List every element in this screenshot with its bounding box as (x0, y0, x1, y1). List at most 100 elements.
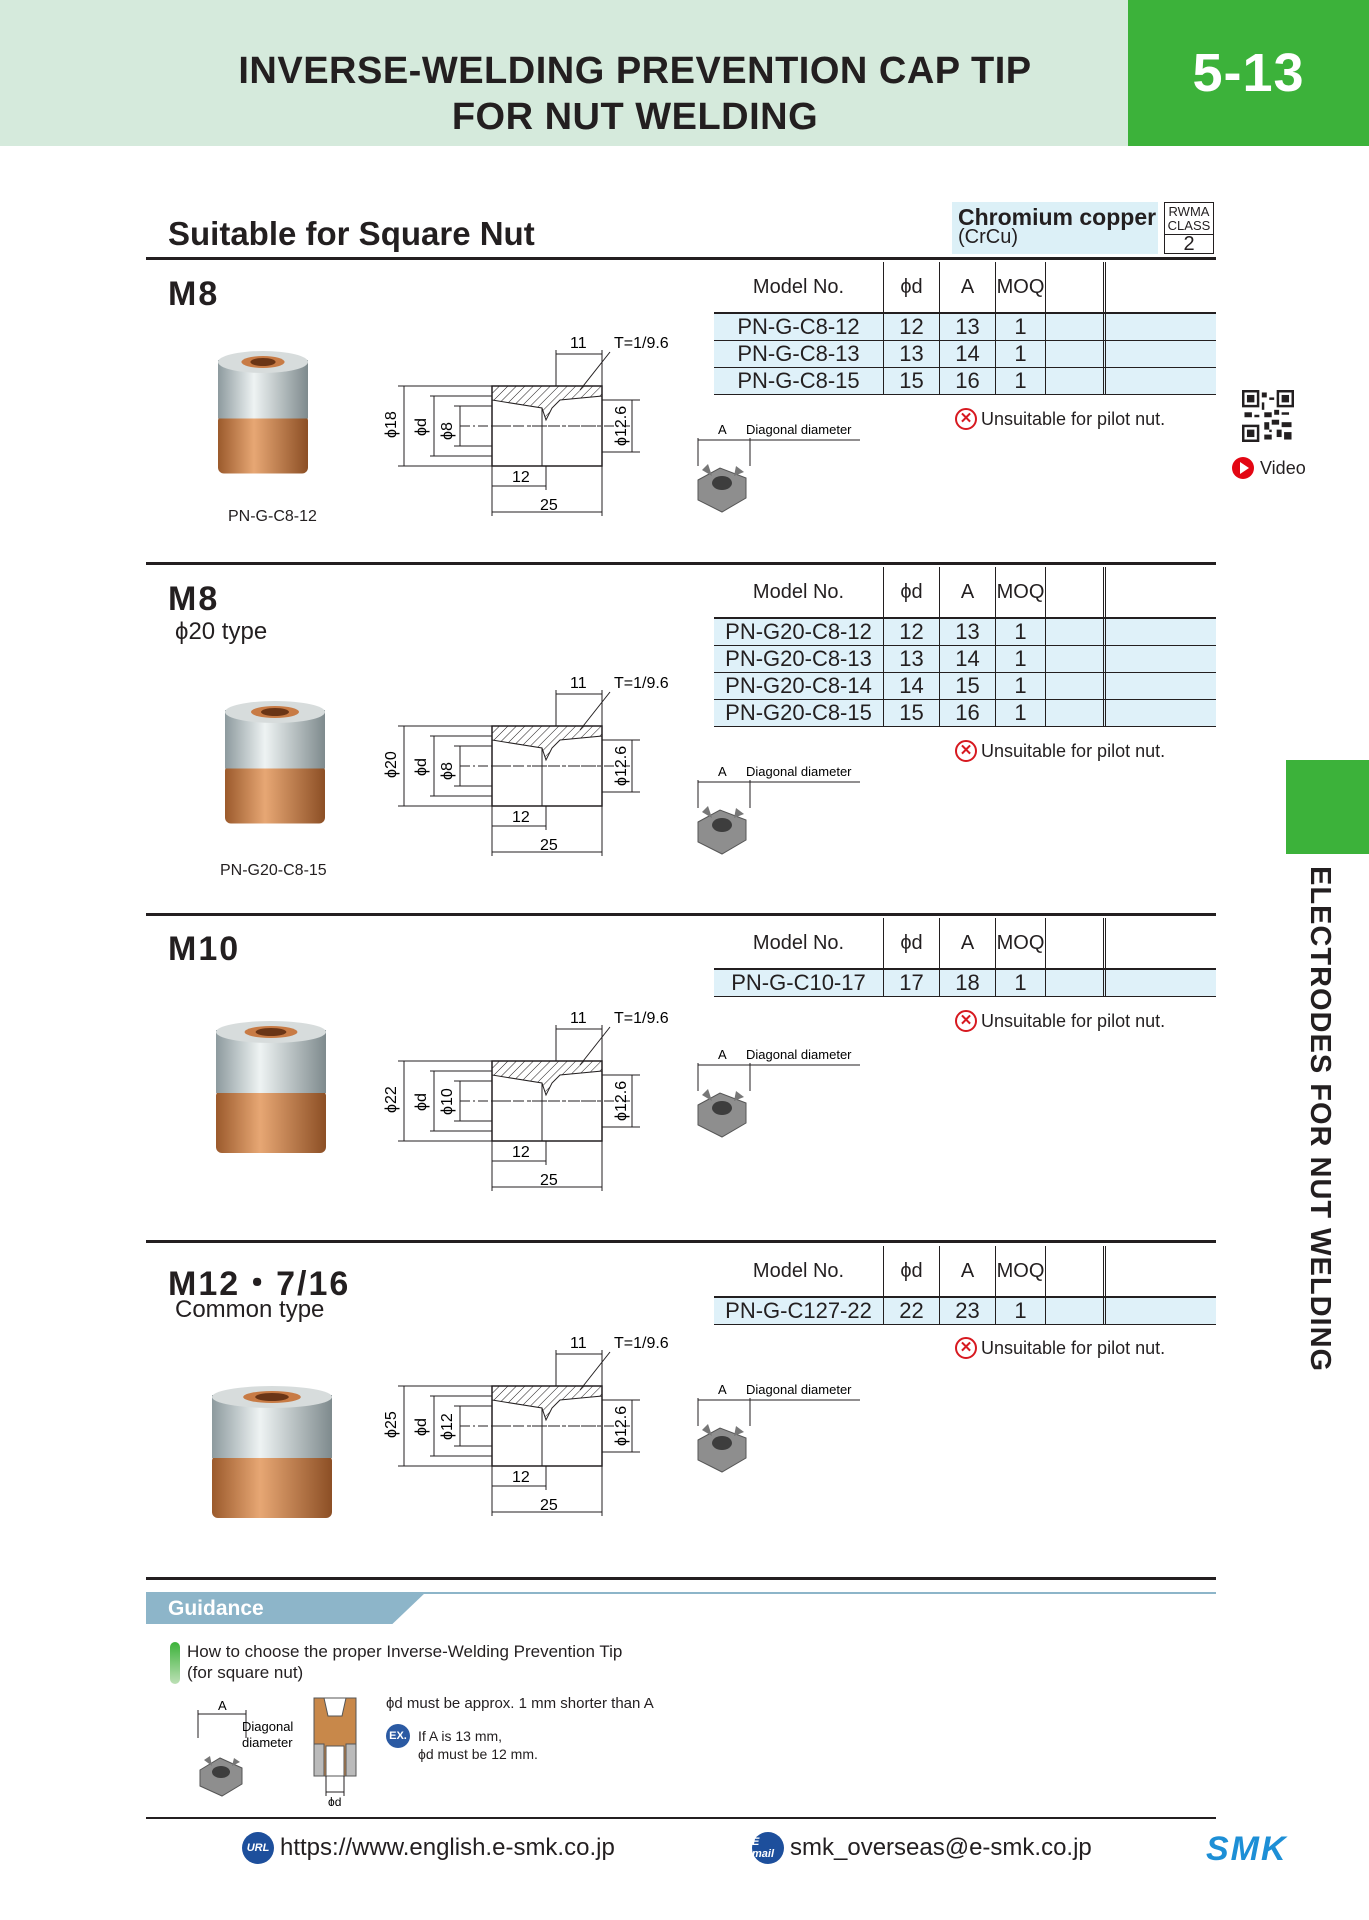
blank-cell (1046, 314, 1106, 340)
nut-icon (697, 464, 747, 513)
dim-12-6: ϕ12.6 (613, 1081, 630, 1121)
col-a-header: A (940, 567, 996, 617)
a-value: 14 (940, 646, 996, 672)
dim-taper: T=1/9.6 (614, 1010, 669, 1027)
blank-cell (1046, 970, 1106, 996)
dim-11: 11 (570, 335, 587, 352)
col-model-header: Model No. (714, 567, 884, 617)
col-blank (1046, 918, 1106, 968)
unsuitable-text: Unsuitable for pilot nut. (981, 740, 1166, 761)
nut-icon (199, 1756, 243, 1797)
divider (146, 1577, 1216, 1580)
col-d-header: ϕd (884, 262, 940, 312)
moq-value: 1 (996, 341, 1046, 367)
model-number: PN-G20-C8-14 (714, 673, 884, 699)
col-model-header: Model No. (714, 262, 884, 312)
dim-25: 25 (540, 497, 558, 514)
blank-cell (1106, 646, 1216, 672)
nut-icon (697, 1089, 747, 1138)
col-model-header: Model No. (714, 1246, 884, 1296)
blank-cell (1046, 673, 1106, 699)
technical-drawing: 11 T=1/9.6 12 25 ϕ25 ϕd ϕ12 ϕ12.6 (383, 1335, 669, 1516)
blank-cell (1106, 970, 1216, 996)
phi-d-value: 12 (884, 619, 940, 645)
photo-caption: PN-G20-C8-15 (220, 862, 327, 879)
phi-d-value: 13 (884, 646, 940, 672)
moq-value: 1 (996, 700, 1046, 726)
prohibited-icon: ✕ (955, 1010, 977, 1032)
guidance-nut-diag-label2: diameter (242, 1735, 293, 1750)
blank-cell (1046, 619, 1106, 645)
guidance-nut-diagram: A Diagonal diameter (197, 1698, 293, 1797)
nut-icon (697, 1424, 747, 1473)
dim-12-6: ϕ12.6 (613, 746, 630, 786)
col-d-header: ϕd (884, 567, 940, 617)
technical-drawing: 11 T=1/9.6 12 25 ϕ18 ϕd ϕ8 ϕ12.6 (383, 335, 669, 516)
section-type: Common type (175, 1296, 325, 1323)
model-number: PN-G-C127-22 (714, 1298, 884, 1324)
nut-diagonal-label: Diagonal diameter (746, 1382, 852, 1397)
email-link[interactable]: E mail smk_overseas@e-smk.co.jp (752, 1832, 1092, 1864)
page-title-line2: FOR NUT WELDING (451, 96, 819, 138)
website-link[interactable]: URL https://www.english.e-smk.co.jp (242, 1832, 615, 1864)
model-number: PN-G-C10-17 (714, 970, 884, 996)
phi-d-value: 13 (884, 341, 940, 367)
dim-outer: ϕ22 (383, 1086, 400, 1113)
guidance-tip-diagram: ϕd (313, 1697, 357, 1806)
a-value: 16 (940, 368, 996, 394)
dim-12: 12 (512, 1144, 530, 1161)
blank-cell (1046, 341, 1106, 367)
divider (146, 257, 1216, 260)
nut-a-label: A (718, 764, 727, 779)
prohibited-icon: ✕ (955, 740, 977, 762)
nut-a-label: A (718, 1047, 727, 1062)
dim-taper: T=1/9.6 (614, 675, 669, 692)
col-blank (1106, 1246, 1216, 1296)
guidance-nut-a-label: A (218, 1698, 227, 1713)
blank-cell (1106, 619, 1216, 645)
dim-taper: T=1/9.6 (614, 335, 669, 352)
divider (146, 1240, 1216, 1243)
qr-code-icon[interactable] (1242, 390, 1294, 442)
model-number: PN-G-C8-12 (714, 314, 884, 340)
dim-inner: ϕ12 (439, 1413, 456, 1440)
nut-diagonal-label: Diagonal diameter (746, 422, 852, 437)
blank-cell (1046, 1298, 1106, 1324)
dim-25: 25 (540, 1497, 558, 1514)
a-value: 16 (940, 700, 996, 726)
guidance-banner (146, 1592, 426, 1624)
col-blank (1046, 567, 1106, 617)
nut-a-label: A (718, 1382, 727, 1397)
page-title: INVERSE-WELDING PREVENTION CAP TIP FOR N… (0, 48, 1270, 140)
video-label: Video (1260, 457, 1306, 478)
technical-drawing: 11 T=1/9.6 12 25 ϕ20 ϕd ϕ8 ϕ12.6 (383, 675, 669, 856)
dim-taper: T=1/9.6 (614, 1335, 669, 1352)
dim-outer: ϕ25 (383, 1411, 400, 1438)
dim-phid: ϕd (413, 758, 430, 776)
page-number: 5-13 (1128, 0, 1369, 146)
model-number: PN-G-C8-13 (714, 341, 884, 367)
dim-phid: ϕd (413, 1093, 430, 1111)
unsuitable-note: ✕Unsuitable for pilot nut. (955, 740, 1165, 762)
phi-d-value: 15 (884, 700, 940, 726)
material-name: Chromium copper (958, 204, 1157, 230)
dim-12-6: ϕ12.6 (613, 1406, 630, 1446)
col-moq-header: MOQ (996, 262, 1046, 312)
section-type: ϕ20 type (175, 618, 268, 645)
side-tab-marker (1286, 760, 1369, 854)
video-link[interactable]: Video (1232, 457, 1306, 479)
moq-value: 1 (996, 646, 1046, 672)
cap-tip-photo (216, 1021, 326, 1153)
model-number: PN-G-C8-15 (714, 368, 884, 394)
smk-logo: SMK (1206, 1830, 1286, 1866)
model-number: PN-G20-C8-12 (714, 619, 884, 645)
prohibited-icon: ✕ (955, 1337, 977, 1359)
a-value: 23 (940, 1298, 996, 1324)
